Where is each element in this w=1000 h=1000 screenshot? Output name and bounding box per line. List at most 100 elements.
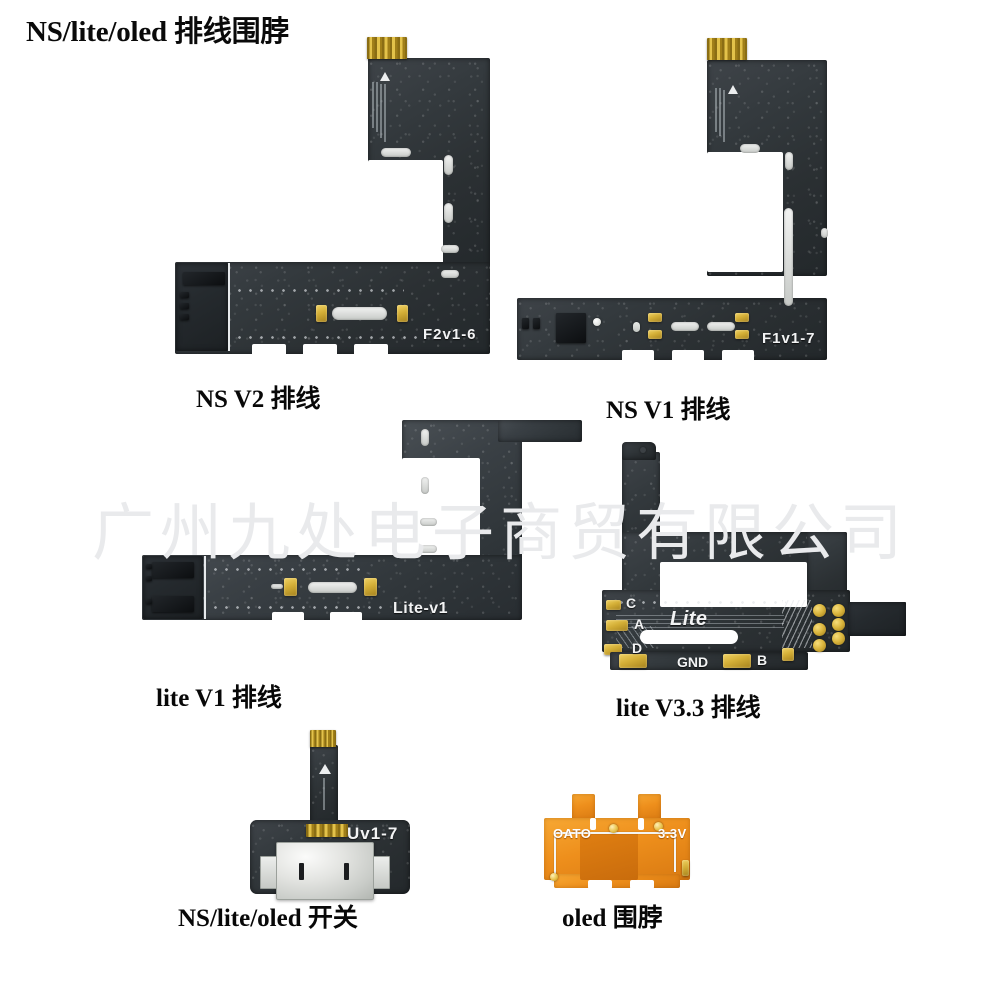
caption-ns-v2: NS V2 排线: [196, 386, 321, 413]
switch-leg-left: [260, 856, 277, 889]
orientation-triangle-icon: [319, 764, 331, 774]
ns-v1-alignment-slot: [785, 152, 793, 170]
lite-v1-alignment-slot: [421, 477, 429, 494]
oled-solder-dot: [654, 822, 663, 831]
lite-v1-alignment-slot: [420, 545, 437, 553]
lite-v33-bottom-bar: [610, 652, 808, 670]
oled-top-tab-left: [572, 794, 595, 820]
lite-v33-pad-label-d: D: [632, 640, 643, 656]
lite-v33-pad-c: [606, 600, 621, 610]
page-title: NS/lite/oled 排线围脖: [26, 16, 290, 48]
ns-v2-alignment-slot: [444, 203, 453, 223]
lite-v33-pad-b: [723, 654, 751, 668]
oled-inner-region: [580, 832, 638, 880]
ns-v2-edge-cut: [354, 344, 388, 356]
product-lite-v1: Lite-v1: [0, 400, 582, 700]
lite-v1-alignment-slot: [420, 518, 437, 526]
slide-switch-body[interactable]: [276, 842, 374, 900]
lite-v33-pad-a: [606, 620, 628, 631]
lite-v1-via-row: [210, 568, 360, 571]
oled-jumper-wire: [554, 832, 676, 834]
ns-v2-edge-cut: [303, 344, 337, 356]
ns-v2-gold-edge-connector: [367, 37, 407, 59]
ns-v1-ic-chip: [533, 318, 540, 329]
ns-v2-solder-pad: [397, 305, 408, 322]
ns-v1-ic-chip: [556, 313, 586, 343]
switch-contact-pads: [306, 824, 348, 837]
lite-v1-white-slot: [308, 582, 357, 593]
ns-v2-edge-cut: [252, 344, 286, 356]
caption-lite-v33: lite V3.3 排线: [616, 695, 761, 722]
lite-v1-edge-cut: [272, 612, 304, 622]
ns-v1-via: [633, 322, 640, 332]
ns-v2-ic-chip: [183, 272, 225, 285]
oled-jumper-wire: [554, 832, 556, 876]
lite-v1-ic-chip: [146, 599, 152, 604]
ns-v2-via-row: [234, 289, 404, 292]
ns-v1-alignment-slot: [821, 228, 828, 238]
lite-v1-ic-chip: [152, 562, 194, 578]
ns-v1-trace: [719, 88, 721, 136]
oled-silkscreen-left: OATO: [553, 826, 592, 841]
ns-v2-trace: [384, 84, 386, 142]
lite-v33-contact-pad: [832, 604, 845, 617]
oled-edge-pad: [682, 860, 689, 876]
ns-v1-edge-cut: [622, 350, 654, 362]
lite-v1-silkscreen-label: Lite-v1: [393, 600, 449, 617]
lite-v1-flex-tail: [498, 420, 582, 442]
switch-silkscreen-label: Uv1-7: [347, 824, 399, 843]
lite-v33-top-knob: [622, 442, 656, 460]
caption-ns-v1: NS V1 排线: [606, 397, 731, 424]
lite-v33-pad-d: [604, 644, 622, 655]
lite-v33-contact-pad: [813, 623, 826, 636]
ns-v1-long-slot: [784, 208, 793, 306]
product-ns-v2: F2v1-6: [0, 0, 500, 400]
lite-v33-pad-label-gnd: GND: [677, 654, 709, 670]
lite-v33-trace-fan: [616, 612, 784, 628]
caption-lite-v1: lite V1 排线: [156, 685, 282, 712]
ns-v1-white-slot: [707, 322, 735, 331]
lite-v33-silkscreen-label: Lite: [670, 608, 708, 630]
ns-v1-silkscreen-label: F1v1-7: [762, 330, 816, 347]
ns-v1-solder-pad: [735, 313, 749, 322]
lite-v33-inner-window: [660, 562, 807, 607]
lite-v1-via-row: [210, 606, 390, 609]
ns-v1-test-point: [593, 318, 601, 326]
ns-v2-ic-chip: [180, 303, 189, 309]
ns-v1-inner-cut: [707, 152, 783, 272]
lite-v1-ic-chip: [152, 596, 194, 612]
lite-v1-ic-chip: [146, 564, 152, 569]
lite-v1-solder-pad: [364, 578, 377, 596]
caption-oled-collar: oled 围脖: [562, 905, 663, 932]
ns-v1-trace: [723, 90, 725, 142]
ns-v2-trace: [372, 82, 374, 128]
lite-v33-via: [640, 447, 646, 453]
lite-v33-body-cut: [640, 630, 738, 644]
ns-v1-solder-pad: [735, 330, 749, 339]
ns-v1-white-slot: [671, 322, 699, 331]
switch-trace: [323, 778, 325, 810]
ns-v2-ic-chip: [180, 314, 189, 320]
ns-v1-edge-cut: [672, 350, 704, 362]
ns-v2-solder-pad: [316, 305, 327, 322]
ns-v2-ic-chip: [180, 292, 189, 298]
lite-v33-pad-edge: [782, 648, 794, 661]
switch-leg-right: [373, 856, 390, 889]
lite-v1-ic-chip: [146, 576, 152, 581]
product-ns-v1: F1v1-7: [500, 0, 1000, 400]
switch-gold-edge-connector: [310, 730, 336, 747]
lite-v33-flex-tail: [848, 602, 906, 636]
product-switch: Uv1-7: [240, 720, 470, 900]
ns-v2-trace: [228, 263, 230, 351]
ns-v1-gold-edge-connector: [707, 38, 747, 60]
ns-v1-alignment-slot: [740, 144, 760, 153]
lite-v33-contact-pad: [832, 632, 845, 645]
lite-v1-solder-pad: [284, 578, 297, 596]
lite-v33-hatched-pour: [782, 600, 812, 648]
lite-v33-contact-pad: [832, 618, 845, 631]
switch-flex-stem: [310, 745, 338, 825]
ns-v2-alignment-slot: [444, 155, 453, 175]
ns-v2-alignment-slot: [441, 270, 459, 278]
ns-v2-alignment-slot: [381, 148, 411, 157]
ns-v2-via-row: [234, 336, 424, 339]
